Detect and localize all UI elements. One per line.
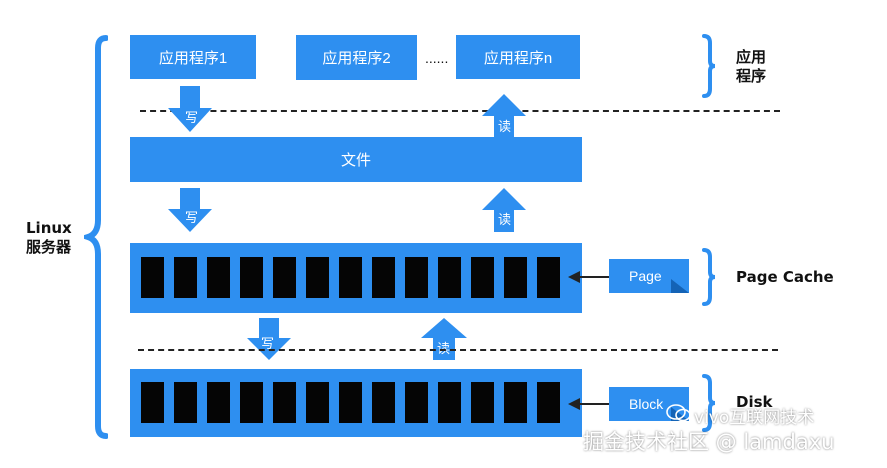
disk-bracket: [702, 374, 716, 432]
page-tag-fold: [671, 279, 689, 293]
disk-block-cell: [306, 382, 329, 423]
page-cache-cells: [141, 257, 560, 298]
write-label-3: 写: [261, 337, 275, 352]
app-label-line2: 程序: [736, 67, 767, 85]
page-cache-cell: [537, 257, 560, 298]
disk-block-cell: [207, 382, 230, 423]
dashed-divider-cache-disk: [138, 349, 778, 351]
app-box-1: 应用程序1: [130, 35, 256, 79]
linux-server-label: Linux 服务器: [26, 219, 72, 257]
app-bracket: [702, 34, 716, 98]
app-ellipsis: ......: [425, 50, 449, 66]
disk-block-cell: [471, 382, 494, 423]
page-cache-cell: [207, 257, 230, 298]
watermark-juejin: 掘金技术社区 @ lamdaxu: [583, 430, 835, 454]
page-cache-cell: [372, 257, 395, 298]
page-cache-cell: [405, 257, 428, 298]
write-label-2: 写: [185, 211, 199, 226]
read-arrow-3: [421, 318, 467, 360]
disk-block-cell: [405, 382, 428, 423]
page-cache-cell: [339, 257, 362, 298]
disk-block-cell: [174, 382, 197, 423]
block-tag: Block: [609, 387, 689, 421]
disk-block-cell: [504, 382, 527, 423]
block-pointer-line: [578, 403, 610, 405]
page-pointer-line: [578, 276, 610, 278]
disk-label: Disk: [736, 393, 773, 411]
disk-block-cell: [141, 382, 164, 423]
page-cache-cell: [240, 257, 263, 298]
page-cache-label: Page Cache: [736, 268, 834, 286]
page-tag-label: Page: [629, 268, 662, 284]
page-cache-bracket: [702, 248, 716, 306]
disk-block-cell: [372, 382, 395, 423]
block-tag-label: Block: [629, 396, 664, 412]
page-cache-cell: [471, 257, 494, 298]
disk-block-cell: [438, 382, 461, 423]
page-cache-cell: [306, 257, 329, 298]
app-box-n: 应用程序n: [456, 35, 580, 79]
disk-cells: [141, 382, 560, 423]
disk-block-cell: [273, 382, 296, 423]
app-box-2: 应用程序2: [296, 35, 417, 80]
linux-label-line1: Linux: [26, 219, 72, 237]
file-box: 文件: [130, 137, 582, 182]
read-label-2: 读: [498, 213, 512, 228]
read-label-1: 读: [498, 120, 512, 135]
dashed-divider-user-kernel: [140, 110, 780, 112]
page-cache-cell: [141, 257, 164, 298]
app-label-line1: 应用: [736, 48, 767, 66]
watermark-vivo: vivo互联网技术: [694, 408, 815, 428]
page-cache-cell: [504, 257, 527, 298]
write-arrow-2: [168, 188, 212, 232]
read-arrow-2: [482, 188, 526, 232]
app-side-label: 应用 程序: [736, 48, 766, 86]
linux-label-line2: 服务器: [26, 238, 72, 256]
block-pointer-arrowhead: [568, 398, 580, 410]
page-tag: Page: [609, 259, 689, 293]
page-cache-cell: [174, 257, 197, 298]
write-arrow-3: [247, 318, 291, 360]
page-pointer-arrowhead: [568, 271, 580, 283]
disk-block-cell: [537, 382, 560, 423]
page-cache-cell: [438, 257, 461, 298]
write-arrow-1: [168, 86, 212, 132]
page-cache-cell: [273, 257, 296, 298]
wechat-icon: [666, 404, 692, 422]
disk-block-cell: [339, 382, 362, 423]
read-label-3: 读: [437, 342, 451, 357]
read-arrow-1: [482, 94, 526, 138]
write-label-1: 写: [185, 111, 199, 126]
disk-block-cell: [240, 382, 263, 423]
linux-bracket: [84, 35, 108, 439]
